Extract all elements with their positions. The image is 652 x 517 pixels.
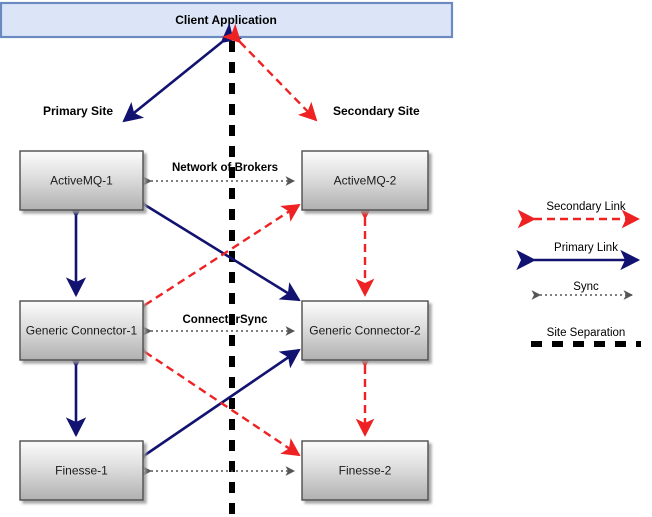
link-connector1-to-activemq2: [126, 203, 301, 322]
activemq-2-label: ActiveMQ-2: [334, 174, 397, 188]
node-activemq-2[interactable]: ActiveMQ-2: [301, 150, 429, 211]
activemq-2-rect[interactable]: [301, 150, 429, 211]
legend-item-sync: Sync: [531, 281, 633, 300]
legend-item-secondary-link: Secondary Link: [517, 201, 640, 229]
legend-secondary-link-label: Secondary Link: [546, 201, 626, 213]
activemq-1-label: ActiveMQ-1: [50, 174, 113, 188]
client-application-box: Client Application: [0, 1, 454, 39]
generic-connector-1-label: Generic Connector-1: [26, 324, 138, 338]
link-client-to-primary: [122, 23, 243, 123]
legend-sync-label: Sync: [573, 281, 599, 293]
connector-sync-label: ConnectorSync: [183, 314, 269, 326]
finesse-2-label: Finesse-2: [339, 464, 392, 478]
finesse-1-label: Finesse-1: [55, 464, 108, 478]
legend-site-separation-label: Site Separation: [547, 327, 626, 339]
generic-connector-2-label: Generic Connector-2: [309, 324, 421, 338]
legend: Secondary Link Primary Link Sync Site Se…: [516, 201, 641, 347]
node-activemq-1[interactable]: ActiveMQ-1: [19, 150, 144, 211]
link-connector1-to-finesse2: [126, 335, 301, 457]
link-network-of-brokers: Network of Brokers: [142, 162, 295, 186]
client-application-label: Client Application: [175, 13, 277, 27]
generic-connector-2-rect[interactable]: [301, 300, 429, 361]
legend-primary-link-label: Primary Link: [554, 242, 618, 254]
activemq-1-rect[interactable]: [19, 150, 144, 211]
node-generic-connector-1[interactable]: Generic Connector-1: [19, 300, 144, 361]
node-finesse-2[interactable]: Finesse-2: [301, 440, 429, 501]
generic-connector-1-rect[interactable]: [19, 300, 144, 361]
primary-site-label: Primary Site: [43, 104, 113, 118]
node-generic-connector-2[interactable]: Generic Connector-2: [301, 300, 429, 361]
finesse-1-rect[interactable]: [19, 440, 144, 501]
link-client-to-secondary: [221, 23, 318, 122]
node-finesse-1[interactable]: Finesse-1: [19, 440, 144, 501]
finesse-2-rect[interactable]: [301, 440, 429, 501]
legend-item-site-separation: Site Separation: [531, 327, 641, 347]
network-of-brokers-label: Network of Brokers: [172, 162, 278, 174]
link-connector-sync: ConnectorSync: [142, 314, 295, 336]
secondary-site-label: Secondary Site: [333, 104, 420, 118]
legend-item-primary-link: Primary Link: [516, 242, 641, 271]
